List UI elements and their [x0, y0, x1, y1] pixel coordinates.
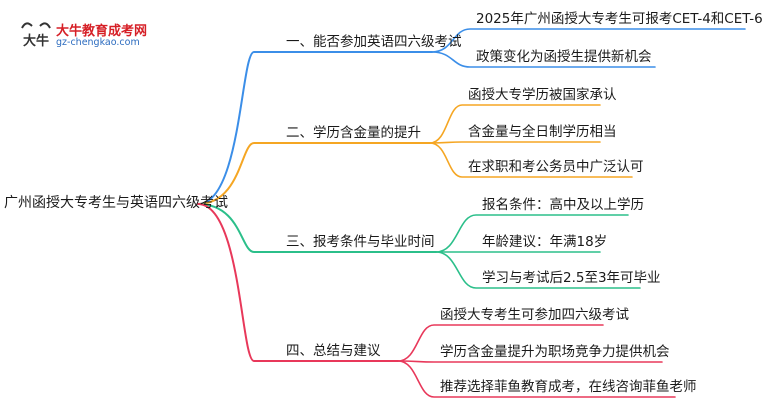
item-label: 学习与考试后2.5至3年可毕业 — [482, 270, 661, 286]
branch-1-topic: 一、能否参加英语四六级考试 — [286, 33, 462, 51]
branch-1-connector — [197, 51, 285, 205]
item-label: 含金量与全日制学历相当 — [468, 124, 617, 140]
logo-site-name: 大牛教育成考网 — [56, 24, 148, 39]
item-label: 政策变化为函授生提供新机会 — [476, 49, 652, 65]
item-label: 2025年广州函授大专考生可报考CET-4和CET-6 — [476, 11, 763, 27]
root-topic-label: 广州函授大专考生与英语四六级考试 — [4, 195, 228, 211]
item-label: 推荐选择菲鱼教育成考，在线咨询菲鱼老师 — [440, 379, 697, 395]
branch-2-item-2-connector — [429, 141, 601, 144]
item-label: 在求职和考公务员中广泛认可 — [468, 159, 644, 175]
branch-3-connector — [197, 203, 285, 253]
branch-1-item-1-connector — [431, 28, 746, 53]
logo-mark-text: 大牛 — [23, 33, 49, 49]
branch-4-item-1-connector — [397, 324, 604, 362]
branch-1-item-1: 2025年广州函授大专考生可报考CET-4和CET-6 — [476, 10, 763, 28]
branch-3-item-1: 报名条件：高中及以上学历 — [482, 196, 644, 214]
branch-2-item-3: 在求职和考公务员中广泛认可 — [468, 158, 644, 176]
branch-label: 三、报考条件与毕业时间 — [286, 234, 435, 250]
branch-2-item-2: 含金量与全日制学历相当 — [468, 123, 617, 141]
branch-3-item-3-connector — [435, 251, 641, 289]
item-label: 学历含金量提升为职场竞争力提供机会 — [440, 344, 670, 360]
branch-3-item-3: 学习与考试后2.5至3年可毕业 — [482, 269, 661, 287]
branch-4-item-3-connector — [397, 360, 676, 398]
branch-3-item-1-connector — [435, 214, 629, 253]
branch-4-topic: 四、总结与建议 — [286, 342, 381, 360]
branch-2-item-3-connector — [429, 142, 633, 178]
branch-label: 二、学历含金量的提升 — [286, 125, 421, 141]
branch-label: 四、总结与建议 — [286, 343, 381, 359]
site-logo[interactable]: 大牛 大牛教育成考网 gz-chengkao.com — [18, 18, 168, 52]
item-label: 函授大专学历被国家承认 — [468, 87, 617, 103]
root-topic: 广州函授大专考生与英语四六级考试 — [4, 194, 228, 212]
branch-3-topic: 三、报考条件与毕业时间 — [286, 233, 435, 251]
branch-4-item-3: 推荐选择菲鱼教育成考，在线咨询菲鱼老师 — [440, 378, 697, 396]
branch-4-item-2-connector — [397, 360, 663, 363]
branch-3-item-2: 年龄建议：年满18岁 — [482, 233, 607, 251]
logo-site-url: gz-chengkao.com — [56, 37, 140, 48]
branch-1-item-2-connector — [431, 51, 656, 68]
branch-1-item-2: 政策变化为函授生提供新机会 — [476, 48, 652, 66]
item-label: 年龄建议：年满18岁 — [482, 234, 608, 250]
branch-4-connector — [197, 203, 285, 362]
branch-2-item-1: 函授大专学历被国家承认 — [468, 86, 617, 104]
item-label: 函授大专考生可参加四六级考试 — [440, 307, 629, 323]
branch-4-item-2: 学历含金量提升为职场竞争力提供机会 — [440, 343, 670, 361]
bull-logo-icon: 大牛 — [21, 22, 51, 49]
item-label: 报名条件：高中及以上学历 — [482, 197, 644, 213]
branch-2-item-1-connector — [429, 104, 601, 144]
branch-2-connector — [197, 142, 285, 205]
branch-label: 一、能否参加英语四六级考试 — [286, 34, 462, 50]
branch-4-item-1: 函授大专考生可参加四六级考试 — [440, 306, 629, 324]
branch-2-topic: 二、学历含金量的提升 — [286, 124, 421, 142]
